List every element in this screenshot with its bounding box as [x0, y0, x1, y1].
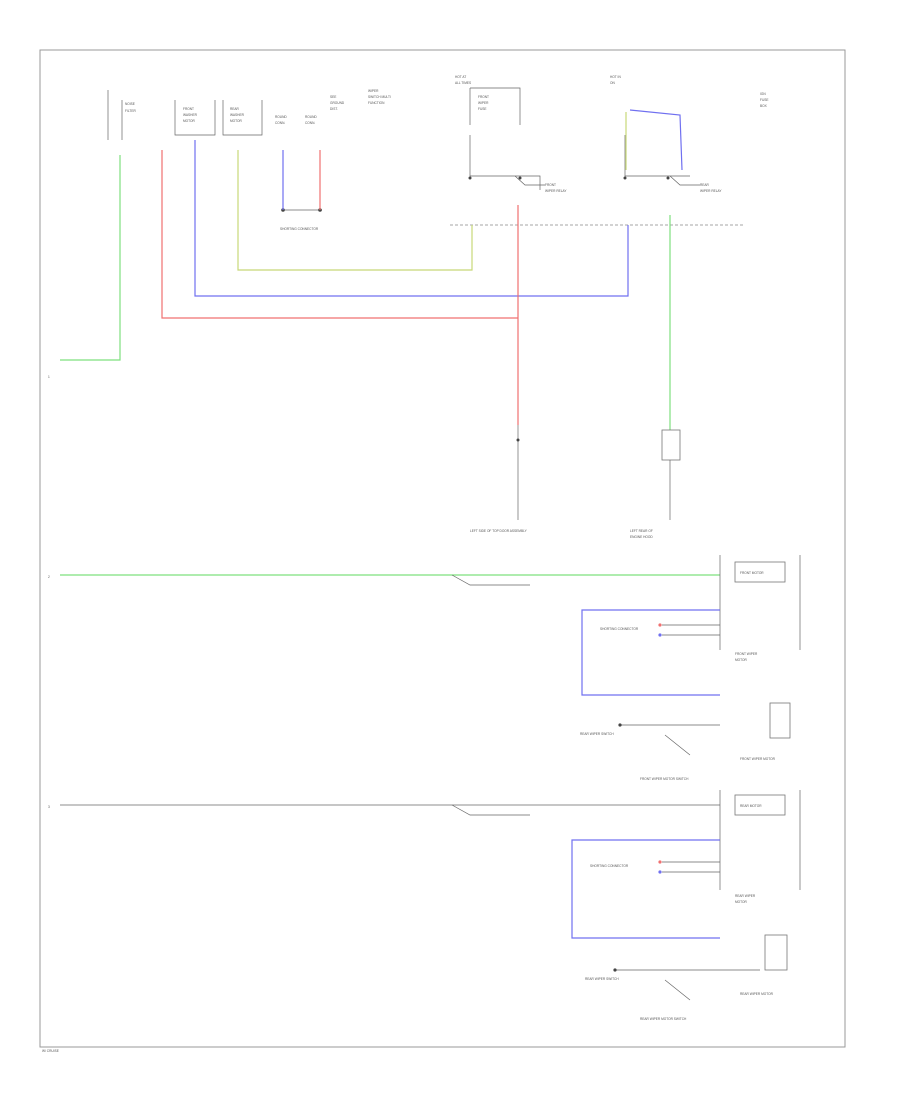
svg-text:SWITCH MULTI: SWITCH MULTI: [368, 95, 391, 99]
relay-front-wiper: FRONT WIPER RELAY: [468, 135, 567, 193]
section-marker-2: 2: [48, 575, 50, 579]
footer-label: W/ CRUISE: [42, 1049, 59, 1053]
svg-text:IGN: IGN: [760, 92, 766, 96]
svg-text:LEFT REAR OF: LEFT REAR OF: [630, 529, 653, 533]
front-motor-box: FRONT MOTOR FRONT WIPER MOTOR: [719, 555, 801, 662]
svg-text:REAR WIPER MOTOR SWITCH: REAR WIPER MOTOR SWITCH: [640, 1017, 687, 1021]
svg-text:WIPER: WIPER: [478, 101, 489, 105]
rear-wiper-switch-section3: REAR WIPER SWITCH REAR WIPER MOTOR REAR …: [585, 934, 788, 1021]
svg-text:ON: ON: [610, 81, 615, 85]
svg-text:BOX: BOX: [760, 104, 768, 108]
top-connector-round-1: ROUND CONN.: [275, 115, 287, 125]
svg-text:REAR WIPER SWITCH: REAR WIPER SWITCH: [580, 732, 614, 736]
rear-motor-box: REAR MOTOR REAR WIPER MOTOR: [719, 790, 801, 904]
svg-text:WIPER RELAY: WIPER RELAY: [700, 189, 722, 193]
fuse-block-1: HOT AT ALL TIMES FRONT WIPER FUSE: [455, 75, 521, 125]
wire-yellowgreen: [237, 150, 473, 271]
svg-text:DIST.: DIST.: [330, 107, 338, 111]
svg-text:WASHER: WASHER: [183, 113, 198, 117]
svg-text:MOTOR: MOTOR: [183, 119, 196, 123]
svg-text:REAR WIPER SWITCH: REAR WIPER SWITCH: [585, 977, 619, 981]
svg-text:ROUND: ROUND: [275, 115, 287, 119]
svg-text:LEFT SIDE OF TOP DOOR ASSEMBLY: LEFT SIDE OF TOP DOOR ASSEMBLY: [470, 529, 528, 533]
svg-text:WIPER: WIPER: [368, 89, 379, 93]
top-connector-noise-filter: NOISE FILTER: [107, 90, 136, 140]
svg-text:FRONT: FRONT: [183, 107, 194, 111]
svg-text:HOT IN: HOT IN: [610, 75, 621, 79]
diagram-frame: [39, 49, 846, 1048]
top-label-switch: WIPER SWITCH MULTI FUNCTION: [368, 89, 391, 105]
ground-left: LEFT SIDE OF TOP DOOR ASSEMBLY: [470, 425, 528, 533]
svg-text:CONN.: CONN.: [275, 121, 285, 125]
svg-text:REAR WIPER: REAR WIPER: [735, 894, 756, 898]
svg-text:MOTOR: MOTOR: [735, 658, 748, 662]
wire-green-left: [60, 155, 121, 361]
svg-text:FRONT MOTOR: FRONT MOTOR: [740, 571, 764, 575]
shorting-connector-section2: SHORTING CONNECTOR: [600, 623, 720, 637]
ground-right: LEFT REAR OF ENGINE HOOD: [630, 429, 681, 539]
wire-red-main: [161, 150, 518, 319]
svg-text:FRONT: FRONT: [545, 183, 556, 187]
svg-text:ALL TIMES: ALL TIMES: [455, 81, 471, 85]
svg-text:FUNCTION: FUNCTION: [368, 101, 385, 105]
svg-text:SEE: SEE: [330, 95, 336, 99]
svg-text:SHORTING CONNECTOR: SHORTING CONNECTOR: [590, 864, 629, 868]
fuse-block-2: HOT IN ON IGN FUSE BOX: [610, 75, 769, 108]
svg-text:ROUND: ROUND: [305, 115, 317, 119]
svg-text:REAR: REAR: [700, 183, 710, 187]
rear-wiper-switch-section2: REAR WIPER SWITCH FRONT WIPER MOTOR FRON…: [580, 702, 791, 781]
svg-text:FRONT WIPER MOTOR SWITCH: FRONT WIPER MOTOR SWITCH: [640, 777, 689, 781]
shorting-connector-section3: SHORTING CONNECTOR: [590, 860, 720, 874]
svg-text:MOTOR: MOTOR: [735, 900, 748, 904]
svg-text:ENGINE HOOD: ENGINE HOOD: [630, 535, 653, 539]
svg-text:FILTER: FILTER: [125, 109, 136, 113]
switch-line-section2: [451, 574, 530, 586]
svg-text:REAR WIPER MOTOR: REAR WIPER MOTOR: [740, 992, 774, 996]
section-marker-3: 3: [48, 805, 50, 809]
switch-line-section3: [451, 804, 530, 816]
section-marker-1: 1: [48, 375, 50, 379]
wire-blue-section3: [571, 839, 720, 939]
wire-blue-section2: [581, 609, 720, 696]
svg-text:HOT AT: HOT AT: [455, 75, 466, 79]
wire-blue-relay2: [629, 109, 683, 171]
svg-text:FRONT WIPER MOTOR: FRONT WIPER MOTOR: [740, 757, 776, 761]
svg-text:FRONT WIPER: FRONT WIPER: [735, 652, 758, 656]
svg-text:FUSE: FUSE: [760, 98, 769, 102]
top-label-ground: SEE GROUND DIST.: [330, 95, 345, 111]
svg-text:WASHER: WASHER: [230, 113, 245, 117]
svg-text:MOTOR: MOTOR: [230, 119, 243, 123]
svg-text:GROUND: GROUND: [330, 101, 345, 105]
wire-blue-main: [194, 140, 629, 297]
svg-text:FRONT: FRONT: [478, 95, 489, 99]
shorting-connector-top: SHORTING CONNECTOR: [280, 208, 322, 231]
top-connector-rear-washer: REAR WASHER MOTOR: [222, 100, 263, 136]
relay-rear-wiper: REAR WIPER RELAY: [623, 135, 722, 193]
svg-text:REAR MOTOR: REAR MOTOR: [740, 804, 762, 808]
top-connector-round-2: ROUND CONN.: [305, 115, 317, 125]
svg-text:CONN.: CONN.: [305, 121, 315, 125]
connector-label: NOISE: [125, 102, 135, 106]
svg-text:REAR: REAR: [230, 107, 240, 111]
svg-text:FUSE: FUSE: [478, 107, 487, 111]
svg-text:WIPER RELAY: WIPER RELAY: [545, 189, 567, 193]
svg-text:SHORTING CONNECTOR: SHORTING CONNECTOR: [280, 227, 319, 231]
top-connector-front-washer: FRONT WASHER MOTOR: [174, 100, 216, 136]
svg-text:SHORTING CONNECTOR: SHORTING CONNECTOR: [600, 627, 639, 631]
